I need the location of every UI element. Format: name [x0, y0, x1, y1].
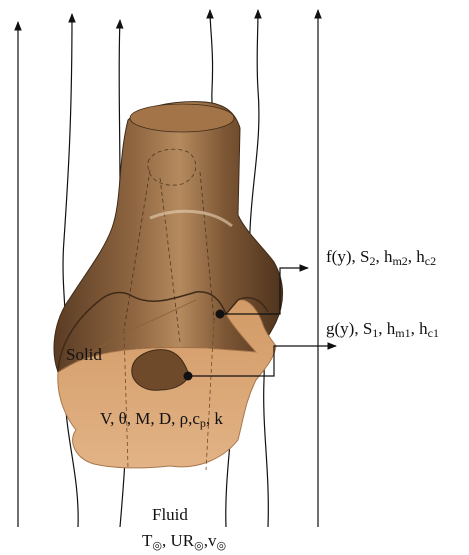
- fluid-label: Fluid: [152, 505, 188, 524]
- boundary2-point: [216, 310, 225, 319]
- boundary1-label: g(y), S1, hm1, hc1: [326, 319, 439, 340]
- boundary2-label: f(y), S2, hm2, hc2: [326, 247, 436, 268]
- top-cap: [130, 104, 234, 132]
- solid-label: Solid: [66, 345, 102, 364]
- fluid-properties-label: T◎, UR◎,v◎: [142, 531, 226, 552]
- boundary1-point: [184, 372, 193, 381]
